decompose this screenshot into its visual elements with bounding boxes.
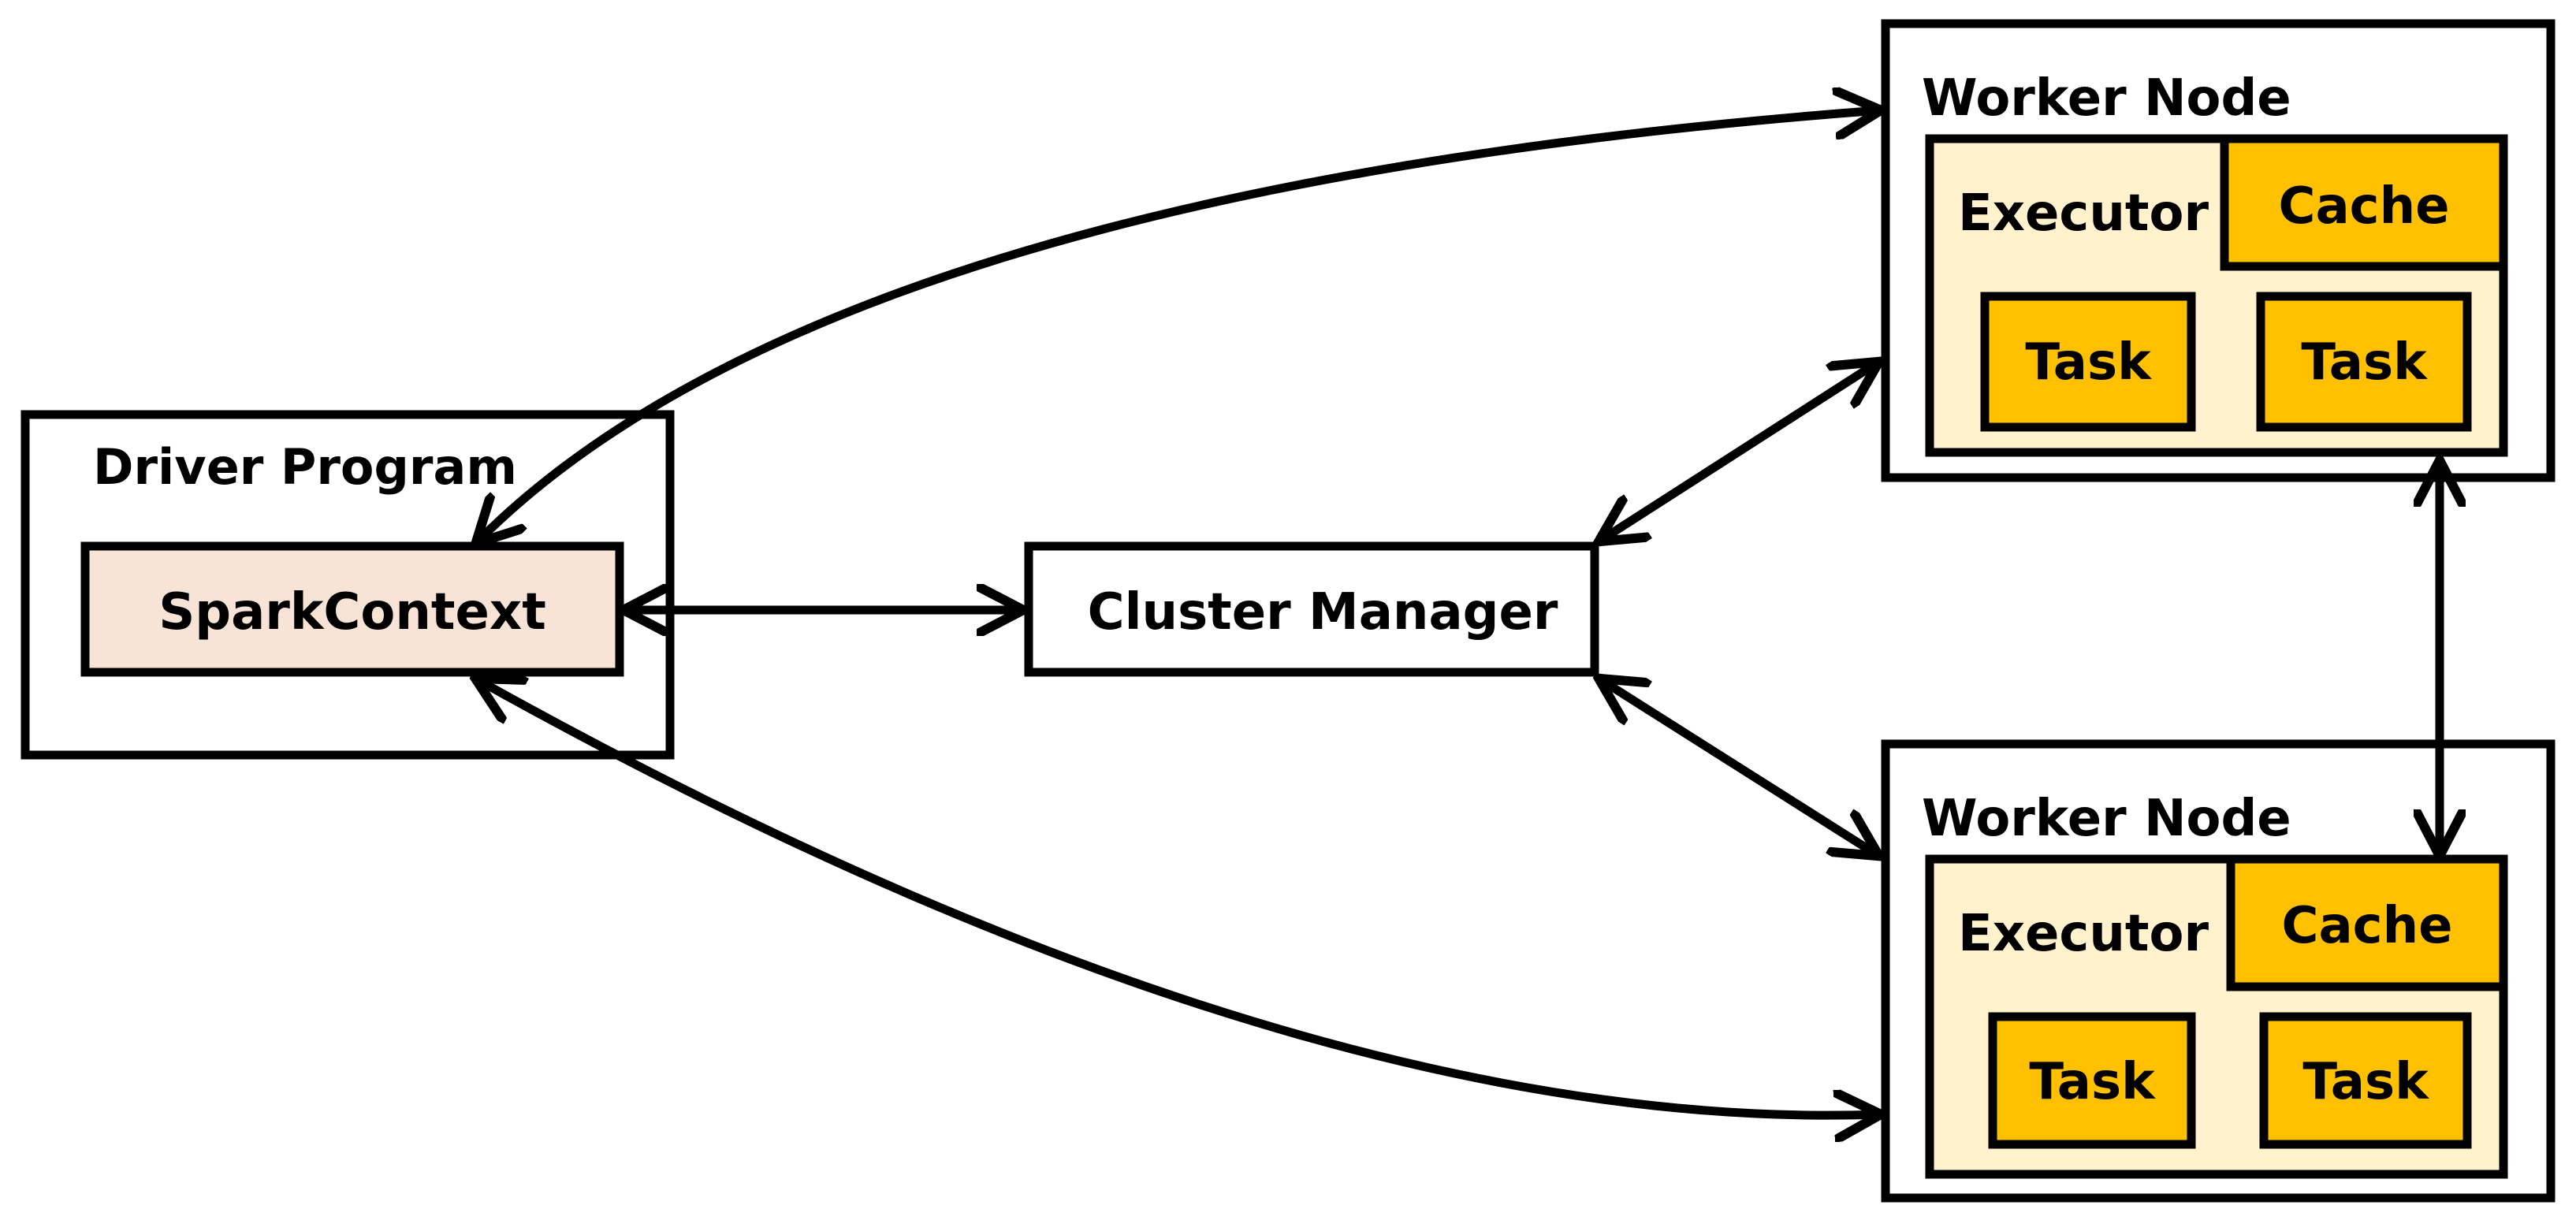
cluster-manager-worker-1-arrow [1600,363,1878,541]
connectors [477,110,2440,1115]
cache-box [2226,854,2508,991]
cluster-manager-worker-2-arrow [1600,679,1878,855]
executor-label: Executor [1958,905,2209,963]
sparkcontext-worker-1-arrow [477,110,1879,542]
cache-label: Cache [2281,897,2452,955]
driver-program-title: Driver Program [93,438,517,496]
task-box [1980,292,2196,432]
worker-node-2: Worker Node Executor Cache Task Task [1881,739,2556,1203]
worker-node-1: Worker Node Executor Cache Task Task [1881,19,2556,482]
cache-label: Cache [2278,177,2449,236]
driver-program: Driver Program SparkContext [20,410,675,760]
sparkcontext-worker-2-arrow [477,679,1879,1115]
spark-context-label: SparkContext [158,583,546,642]
task-label: Task [2302,1053,2429,1111]
executor-label: Executor [1958,184,2209,243]
worker-node-title: Worker Node [1922,69,2291,128]
task-box [1988,1012,2196,1149]
task-label: Task [2025,333,2152,392]
cluster-manager: Cluster Manager [1024,541,1599,677]
worker-node-title: Worker Node [1922,790,2291,848]
cluster-manager-label: Cluster Manager [1088,583,1558,642]
task-label: Task [2029,1053,2156,1111]
task-label: Task [2301,333,2428,392]
task-box [2259,1012,2472,1149]
task-box [2256,292,2472,432]
spark-context-box [80,541,624,677]
cache-box [2220,134,2508,271]
